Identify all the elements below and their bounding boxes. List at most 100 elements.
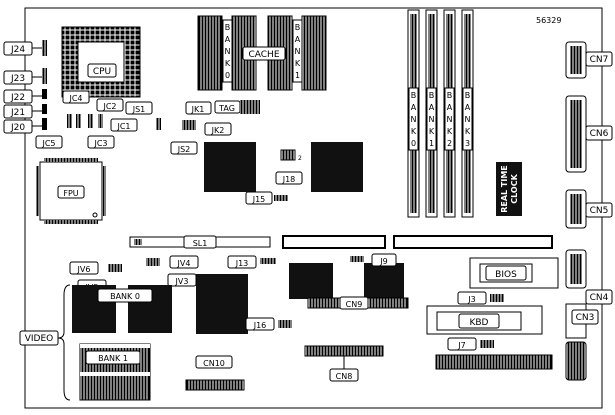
simm-bank1-letter: A: [429, 103, 435, 112]
real-time-clock: REAL TIME CLOCK: [496, 162, 522, 216]
simm-bank0-letter: K: [411, 127, 417, 136]
jumper-jc2-label: JC2: [102, 102, 116, 111]
jumper-j3-pins: [490, 294, 504, 302]
simm-bank2-letter: K: [447, 127, 453, 136]
jumper-j22-label: J22: [10, 93, 25, 103]
video-bank-1: BANK 1: [79, 343, 151, 401]
cn7-label: CN7: [590, 55, 609, 65]
power-connector: [565, 341, 587, 381]
jumper-j16-pins: [278, 320, 292, 328]
jumper-j23-label: J23: [10, 74, 25, 84]
bios-label: BIOS: [495, 270, 517, 280]
connector-cn4: CN4: [565, 249, 613, 305]
cache-bank0-letter: 0: [225, 71, 230, 80]
tag-label: TAG: [218, 104, 235, 113]
jumper-jv4-pins: [146, 258, 160, 266]
rtc-line2: CLOCK: [510, 173, 519, 203]
simm-bank0-letter: N: [411, 115, 417, 124]
jumper-j7-label: J7: [457, 341, 465, 350]
jumper-j9-label: J9: [379, 257, 387, 266]
jumper-j24-label: J24: [10, 45, 25, 55]
simm-bank1-letter: N: [429, 115, 435, 124]
jumper-jv6-label: JV6: [77, 265, 91, 274]
simm-bank0-letter: B: [411, 91, 417, 100]
connector-cn6: CN6: [565, 95, 613, 173]
simm-bank2-letter: A: [447, 103, 453, 112]
jumper-j3-label: J3: [467, 295, 475, 304]
cache-bank0-letter: A: [225, 35, 231, 44]
cache-bank0-letter: N: [225, 47, 231, 56]
chipset-c: [196, 274, 248, 334]
cn3-label: CN3: [576, 313, 595, 323]
left-jumpers: J24 J23 J22 J21 J20: [3, 40, 47, 134]
bios-chip: BIOS: [469, 257, 559, 289]
connector-cn7: CN7: [565, 41, 613, 79]
jumper-jv4-label: JV4: [177, 259, 191, 268]
jumper-j15-label: J15: [252, 195, 266, 204]
simm-bank3-letter: N: [465, 115, 471, 124]
connector-cn8-pins: [304, 345, 384, 357]
isa-slot-1: [282, 235, 386, 249]
jumper-jk1-label: JK1: [191, 105, 205, 114]
simm-bank3-letter: B: [465, 91, 471, 100]
cpu-socket: CPU: [61, 26, 141, 98]
jumper-j16-label: J16: [253, 321, 267, 330]
jumper-j13-label: J13: [235, 259, 249, 268]
video-bank0-label: BANK 0: [110, 292, 140, 301]
cn5-label: CN5: [590, 206, 609, 216]
chipset-a: [204, 142, 256, 192]
cpu-label: CPU: [93, 67, 111, 77]
cn6-label: CN6: [590, 129, 609, 139]
jumper-jc1-label: JC1: [116, 122, 130, 131]
video-bank1-label: BANK 1: [98, 354, 128, 363]
board-id: 56329: [536, 16, 561, 25]
connector-cn5: CN5: [565, 189, 613, 229]
jumper-j20-label: J20: [10, 123, 25, 133]
jumper-j21-label: J21: [10, 108, 25, 118]
simm-banks: B A N K 0 B A N K 1 B A N K 2 B A N K 3: [407, 9, 474, 218]
connector-cn3: CN3: [565, 303, 599, 339]
cache-bank0-letter: K: [225, 59, 231, 68]
fpu-label: FPU: [63, 189, 78, 198]
simm-bank3-letter: A: [465, 103, 471, 112]
cache-bank1-letter: A: [295, 35, 301, 44]
cache-bank-1: B A N K 1: [267, 15, 327, 91]
simm-bank2-letter: 2: [447, 139, 452, 148]
bottom-right-header: [435, 354, 553, 370]
cn4-label: CN4: [590, 293, 609, 303]
simm-bank3-letter: 3: [465, 139, 470, 148]
cn9-label: CN9: [346, 300, 363, 309]
simm-bank2-letter: N: [447, 115, 453, 124]
simm-bank1-letter: B: [429, 91, 435, 100]
isa-slot-2: [393, 235, 553, 249]
jumper-j15-pins: [274, 195, 288, 201]
slot-sl1-label: SL1: [193, 239, 208, 248]
simm-bank0-letter: 0: [411, 139, 416, 148]
cache-label: CACHE: [248, 50, 279, 60]
fpu-chip: FPU: [36, 158, 106, 224]
simm-bank2-letter: B: [447, 91, 453, 100]
jumper-j18-pin: 2: [298, 155, 302, 162]
rtc-line1: REAL TIME: [500, 165, 509, 213]
cache-bank0-letter: B: [225, 23, 231, 32]
video-bank-0: BANK 0: [72, 285, 172, 333]
jumper-j7-pins: [480, 340, 494, 348]
cache-bank1-letter: K: [295, 59, 301, 68]
jumper-jc3-label: JC3: [93, 139, 107, 148]
jumper-jk2-label: JK2: [211, 126, 225, 135]
jumper-jc5-label: JC5: [41, 139, 55, 148]
cpu-jumpers: JC4 JC2 JS1 JC5 JC3 JC1 JS2: [35, 90, 198, 155]
simm-bank1-letter: K: [429, 127, 435, 136]
simm-bank0-letter: A: [411, 103, 417, 112]
video-bracket: [57, 284, 71, 401]
simm-bank3-letter: K: [465, 127, 471, 136]
jumper-j18-block: [280, 149, 296, 161]
video-label: VIDEO: [25, 334, 54, 344]
jumper-j13-pins: [260, 258, 276, 264]
jumper-jv3-label: JV3: [175, 277, 189, 286]
slot-sl1: SL1: [129, 235, 271, 249]
jumper-js2-label: JS2: [177, 145, 191, 154]
chipset-b: [311, 142, 363, 192]
connector-cn10-pins: [185, 379, 245, 391]
